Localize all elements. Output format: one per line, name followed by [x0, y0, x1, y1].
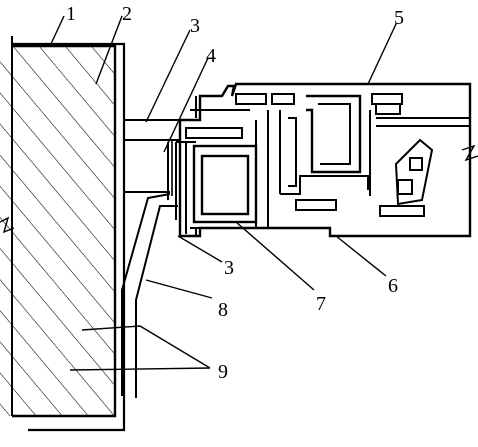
frame-break-mark [461, 144, 478, 162]
chamber-slot-1 [185, 127, 243, 139]
outer-finish-line [12, 42, 126, 432]
callout-2: 2 [122, 3, 132, 25]
fixing-gap [124, 119, 180, 196]
bead-chamber-b [409, 157, 423, 171]
wall-hatching [0, 46, 115, 416]
bead-chamber-c [375, 103, 401, 115]
bead-chamber-a [397, 179, 413, 195]
window-frame-profile [167, 82, 478, 238]
chamber-wall-5 [288, 117, 297, 187]
sealing-strip [121, 193, 178, 398]
leader-4 [163, 57, 209, 153]
chamber-wall-4 [280, 175, 369, 195]
chamber-slot-2 [235, 93, 267, 105]
chamber-slot-3 [271, 93, 295, 105]
callout-3-top: 3 [190, 15, 200, 37]
reinforcement-inner [200, 154, 250, 216]
chamber-slot-6 [379, 205, 425, 217]
leader-3-bottom [177, 235, 223, 263]
chamber-slot-4 [371, 93, 403, 105]
wall-section [0, 36, 117, 418]
leader-7 [235, 221, 315, 291]
chamber-slot-5 [295, 199, 337, 211]
reinforcement-outer [192, 144, 258, 224]
leader-1 [49, 15, 65, 47]
leader-2 [95, 15, 123, 85]
leader-5 [367, 23, 397, 85]
leader-9b [69, 367, 211, 371]
seal-outer [121, 193, 171, 396]
callout-5: 5 [394, 7, 404, 29]
callout-9: 9 [218, 361, 228, 383]
leader-8 [145, 279, 213, 299]
callout-1: 1 [66, 3, 76, 25]
callout-7: 7 [316, 293, 326, 315]
seal-inner [135, 205, 178, 398]
leader-3-top [145, 29, 191, 123]
callout-6: 6 [388, 275, 398, 297]
wall-break-mark [0, 216, 15, 234]
callout-3-bottom: 3 [224, 257, 234, 279]
wall-outline [12, 44, 117, 418]
leader-9a [81, 325, 211, 369]
glazing-channel-outer [306, 94, 362, 174]
leader-lines [49, 15, 397, 371]
frame-bottom-foot [195, 227, 260, 236]
glazing-channel-inner [318, 103, 351, 165]
callout-4: 4 [206, 45, 216, 67]
callout-labels: 1 2 3 4 5 3 6 7 8 9 [66, 3, 404, 383]
callout-8: 8 [218, 299, 228, 321]
leader-6 [335, 235, 387, 277]
bead-body [394, 138, 434, 206]
